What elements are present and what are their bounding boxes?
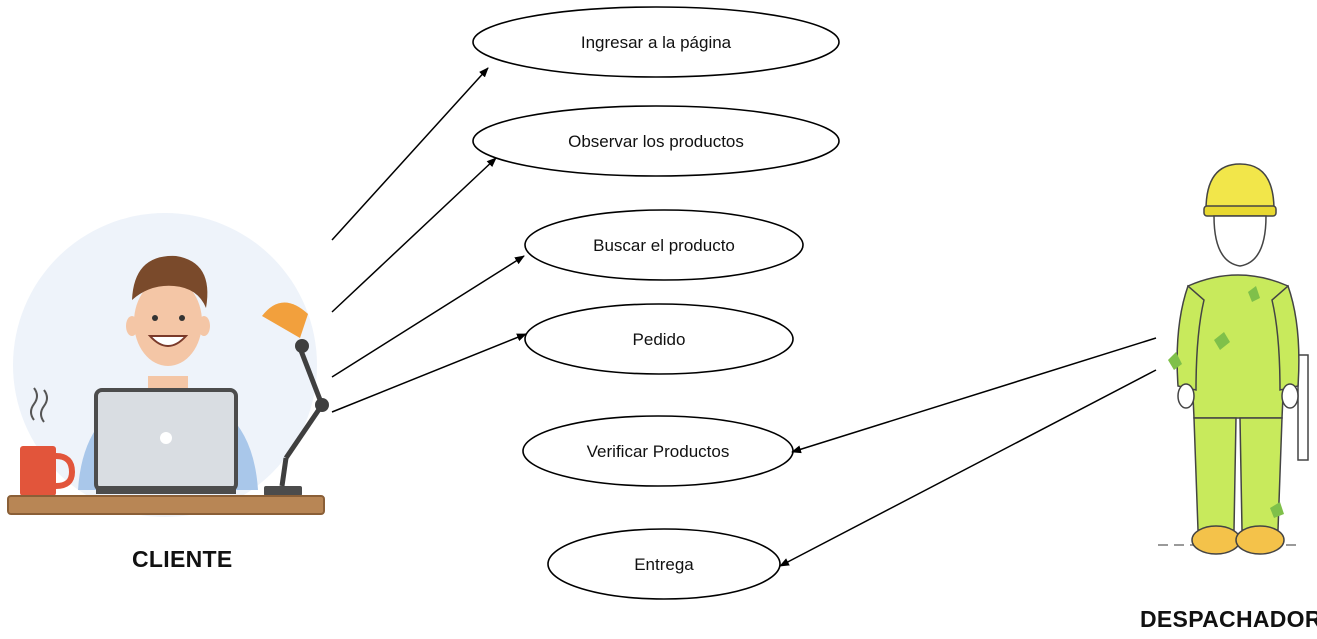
arrow-despachador-entrega xyxy=(779,369,1157,567)
use-case-buscar: Buscar el producto xyxy=(524,209,804,281)
use-case-label: Entrega xyxy=(634,555,694,574)
person-at-laptop-icon xyxy=(7,213,329,517)
arrow-cliente-buscar xyxy=(331,255,525,378)
arrow-cliente-observar xyxy=(331,157,497,313)
use-case-label: Verificar Productos xyxy=(587,442,730,461)
use-case-observar: Observar los productos xyxy=(472,105,840,177)
actor-label-despachador: DESPACHADOR xyxy=(1140,606,1317,632)
use-case-label: Observar los productos xyxy=(568,132,744,151)
use-case-ingresar: Ingresar a la página xyxy=(472,6,840,78)
use-case-label: Pedido xyxy=(633,330,686,349)
arrow-cliente-ingresar xyxy=(331,67,489,241)
use-case-verificar: Verificar Productos xyxy=(522,415,794,487)
actor-label-cliente: CLIENTE xyxy=(132,546,233,572)
arrow-cliente-pedido xyxy=(331,333,527,413)
use-case-label: Buscar el producto xyxy=(593,236,735,255)
arrow-despachador-verificar xyxy=(791,337,1157,454)
worker-in-overalls-icon xyxy=(1158,163,1309,555)
use-case-entrega: Entrega xyxy=(547,528,781,600)
use-case-pedido: Pedido xyxy=(524,303,794,375)
use-case-label: Ingresar a la página xyxy=(581,33,732,52)
